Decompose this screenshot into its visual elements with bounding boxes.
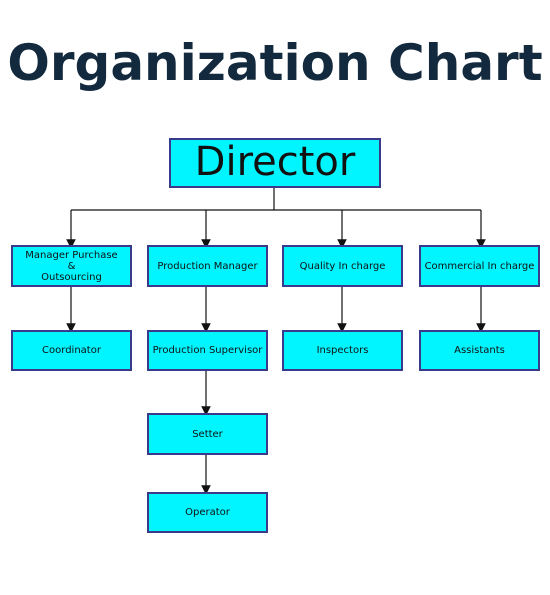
node-purchase-manager-line3: Outsourcing: [41, 271, 102, 283]
node-quality-incharge: Quality In charge: [282, 245, 403, 287]
node-setter-label: Setter: [192, 428, 223, 440]
node-production-supervisor: Production Supervisor: [147, 330, 268, 371]
node-production-manager-label: Production Manager: [157, 260, 258, 272]
node-coordinator: Coordinator: [11, 330, 132, 371]
node-production-manager: Production Manager: [147, 245, 268, 287]
chart-title: Organization Chart: [7, 34, 543, 92]
node-setter: Setter: [147, 413, 268, 455]
node-commercial-incharge-label: Commercial In charge: [424, 260, 535, 272]
node-assistants: Assistants: [419, 330, 540, 371]
node-operator: Operator: [147, 492, 268, 533]
node-commercial-incharge: Commercial In charge: [419, 245, 540, 287]
node-purchase-manager: Manager Purchase & Outsourcing: [11, 245, 132, 287]
node-inspectors: Inspectors: [282, 330, 403, 371]
node-quality-incharge-label: Quality In charge: [299, 260, 386, 272]
node-purchase-manager-line2: &: [67, 260, 76, 272]
node-coordinator-label: Coordinator: [42, 345, 101, 356]
node-assistants-label: Assistants: [454, 345, 505, 356]
node-production-supervisor-label: Production Supervisor: [152, 345, 263, 356]
node-inspectors-label: Inspectors: [316, 345, 369, 356]
node-operator-label: Operator: [185, 507, 230, 518]
node-director: Director: [169, 138, 381, 188]
node-purchase-manager-line1: Manager Purchase: [25, 249, 118, 261]
node-director-label: Director: [194, 139, 356, 185]
